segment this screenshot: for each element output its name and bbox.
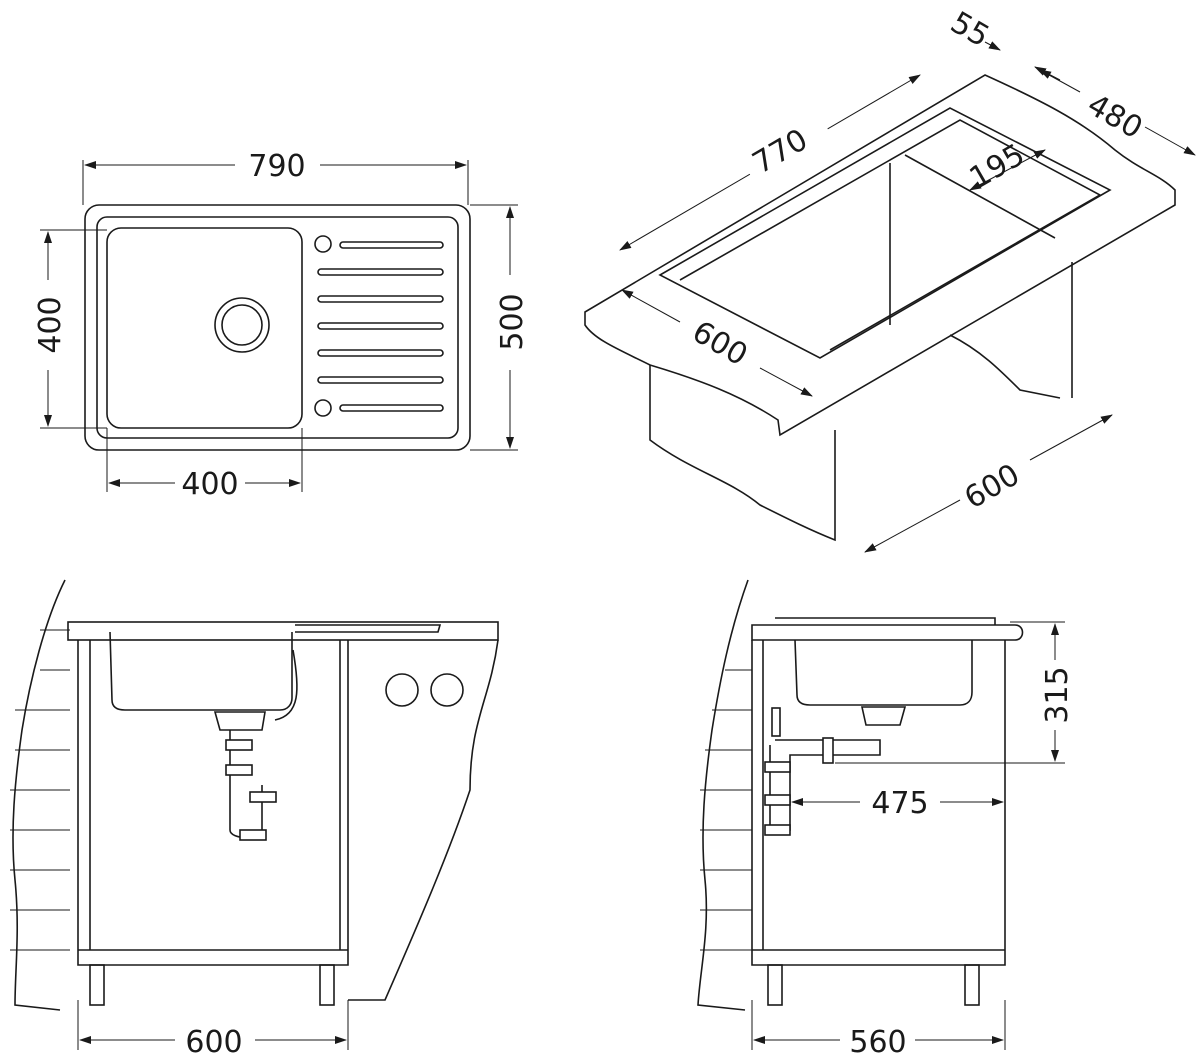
- front-view: 600: [10, 579, 499, 1060]
- side-view: 315 475 560: [697, 579, 1075, 1060]
- dim-width-790: 790: [248, 149, 305, 184]
- dim-bowl-width-400: 400: [181, 467, 238, 502]
- dim-depth-500: 500: [495, 293, 530, 350]
- dim-drain-distance-475: 475: [871, 786, 928, 821]
- top-view: 790 400 500 400: [33, 149, 530, 502]
- perspective-view: 770 55 480 195 600 600: [584, 5, 1196, 553]
- dim-cabinet-width-600: 600: [959, 457, 1026, 516]
- dim-bowl-height-315: 315: [1040, 666, 1075, 723]
- dim-front-width-600: 600: [185, 1025, 242, 1060]
- dim-side-depth-560: 560: [849, 1025, 906, 1060]
- brick-wall: [10, 629, 70, 951]
- dim-bowl-depth-400: 400: [33, 296, 68, 353]
- dim-rim-55: 55: [944, 5, 995, 54]
- brick-wall-side: [700, 669, 752, 951]
- drainer-grooves: [317, 241, 444, 412]
